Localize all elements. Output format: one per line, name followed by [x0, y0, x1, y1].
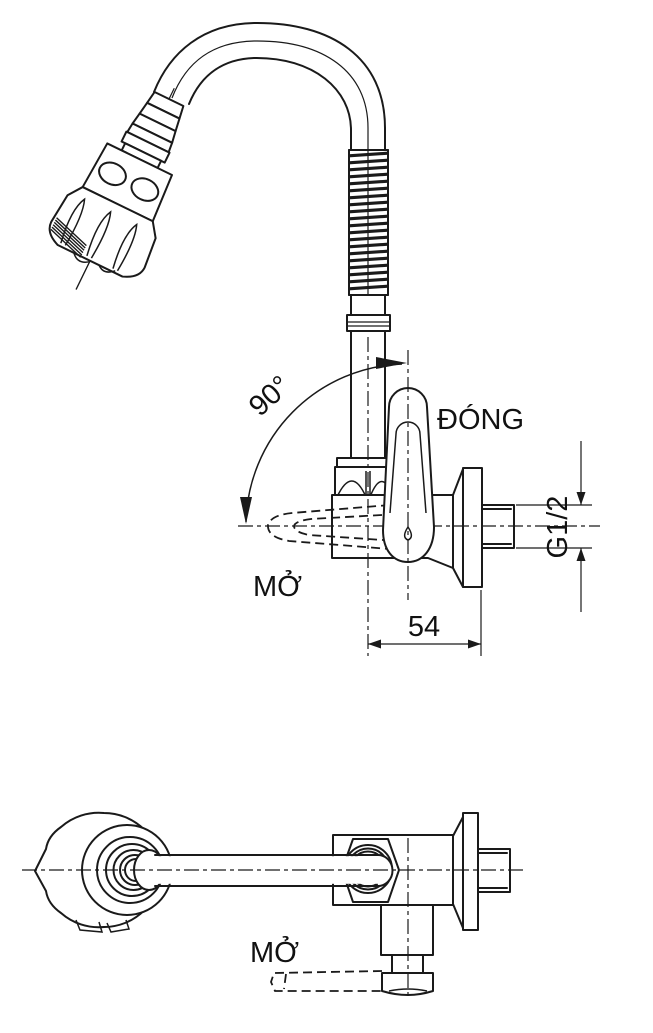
- hose-coupling-ring: [346, 314, 391, 332]
- spray-head-front: [48, 87, 185, 290]
- valve-stem-plan: [380, 904, 434, 996]
- open-label: MỞ: [253, 569, 302, 603]
- angle-label: 90°: [243, 370, 297, 423]
- hex-washer: [336, 457, 394, 468]
- corrugated-hose-section: [348, 149, 389, 316]
- open-label-plan: MỞ: [250, 935, 299, 969]
- thread-dimension: G1/2: [516, 441, 592, 612]
- spray-head-skirt: [48, 186, 157, 278]
- front-view: 90° 54 G1/2 ĐÓNG MỞ: [48, 21, 600, 656]
- thread-dimension-label: G1/2: [542, 496, 574, 559]
- knurl-line: [52, 224, 84, 254]
- handle-open-position: [267, 504, 391, 550]
- knurl-line: [54, 219, 86, 249]
- handle-closed-position: [382, 387, 435, 563]
- wall-flange: [462, 467, 483, 588]
- knurl-line: [51, 226, 83, 256]
- plan-view: MỞ: [22, 811, 525, 997]
- spray-mode-button: [130, 177, 160, 202]
- gooseneck-hose: [153, 21, 386, 151]
- spray-mode-button: [98, 161, 127, 187]
- handle-open-position-plan: [270, 970, 383, 992]
- closed-label: ĐÓNG: [437, 403, 524, 436]
- wall-flange-plan: [452, 812, 511, 931]
- width-dimension: 54: [368, 590, 482, 656]
- knurl-line: [53, 221, 85, 251]
- width-dimension-label: 54: [408, 611, 440, 643]
- knurl-line: [56, 217, 87, 247]
- riser-tube: [350, 330, 386, 459]
